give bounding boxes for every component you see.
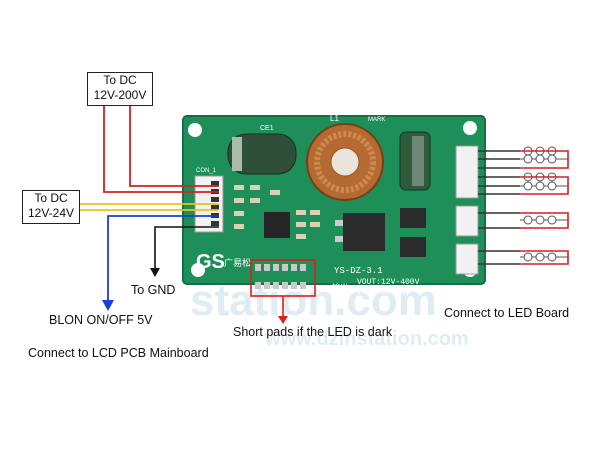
- right-connector-mid: [455, 205, 479, 237]
- mount-hole-bl: [191, 263, 205, 277]
- short-pads-arrow-head: [278, 316, 288, 324]
- mount-hole-tr: [463, 121, 477, 135]
- right-connector-bottom: [455, 243, 479, 275]
- mount-hole-tl: [188, 123, 202, 137]
- iout-label: IOUT:300mA: [357, 288, 405, 297]
- dc-high-line2: 12V-200V: [93, 88, 147, 102]
- conn-left-label: CON_1: [196, 168, 217, 174]
- led-output-wires: [478, 150, 520, 265]
- output-label: 输出: [332, 282, 348, 292]
- input-black-wire: [154, 226, 219, 270]
- dc-low-line2: 12V-24V: [27, 206, 75, 220]
- lcd-pcb-label: Connect to LCD PCB Mainboard: [28, 346, 209, 360]
- to-gnd-label: To GND: [131, 283, 176, 297]
- ic-mosfet: [343, 213, 385, 251]
- dc-high-box: To DC 12V-200V: [87, 72, 153, 106]
- led-board-label: Connect to LED Board: [444, 306, 570, 320]
- short-pads: [255, 264, 306, 289]
- inductor-label: L1: [330, 114, 339, 123]
- input-blue-wire: [107, 215, 219, 302]
- dc-high-line1: To DC: [103, 73, 137, 87]
- dc-low-box: To DC 12V-24V: [22, 190, 80, 224]
- right-connector-top: [455, 145, 479, 199]
- brand-name: 广易松: [224, 257, 251, 269]
- blon-label: BLON ON/OFF 5V: [49, 313, 153, 327]
- diode-d2: [400, 237, 426, 257]
- dc-low-line1: To DC: [34, 191, 68, 205]
- input-red-wires: [103, 105, 219, 193]
- watermark-small: www.dzinstation.com: [264, 328, 469, 350]
- led-red-wires: [520, 150, 569, 265]
- brand-logo: GS: [196, 251, 225, 273]
- model-label: YS-DZ-3.1: [334, 266, 383, 276]
- capacitor-label: CE1: [260, 125, 274, 132]
- ic-driver: [264, 212, 290, 238]
- smd-parts: [234, 185, 320, 239]
- black-arrow: [150, 268, 160, 277]
- mark-label: MARK: [368, 117, 385, 123]
- vout-label: VOUT:12V-400V: [357, 278, 420, 287]
- blue-arrow: [102, 300, 114, 311]
- capacitor-ce1: [227, 133, 297, 175]
- short-pads-label: Short pads if the LED is dark: [233, 325, 393, 339]
- led-strings: [520, 146, 568, 262]
- capacitor-output: [399, 131, 431, 191]
- diode-d3: [400, 208, 426, 228]
